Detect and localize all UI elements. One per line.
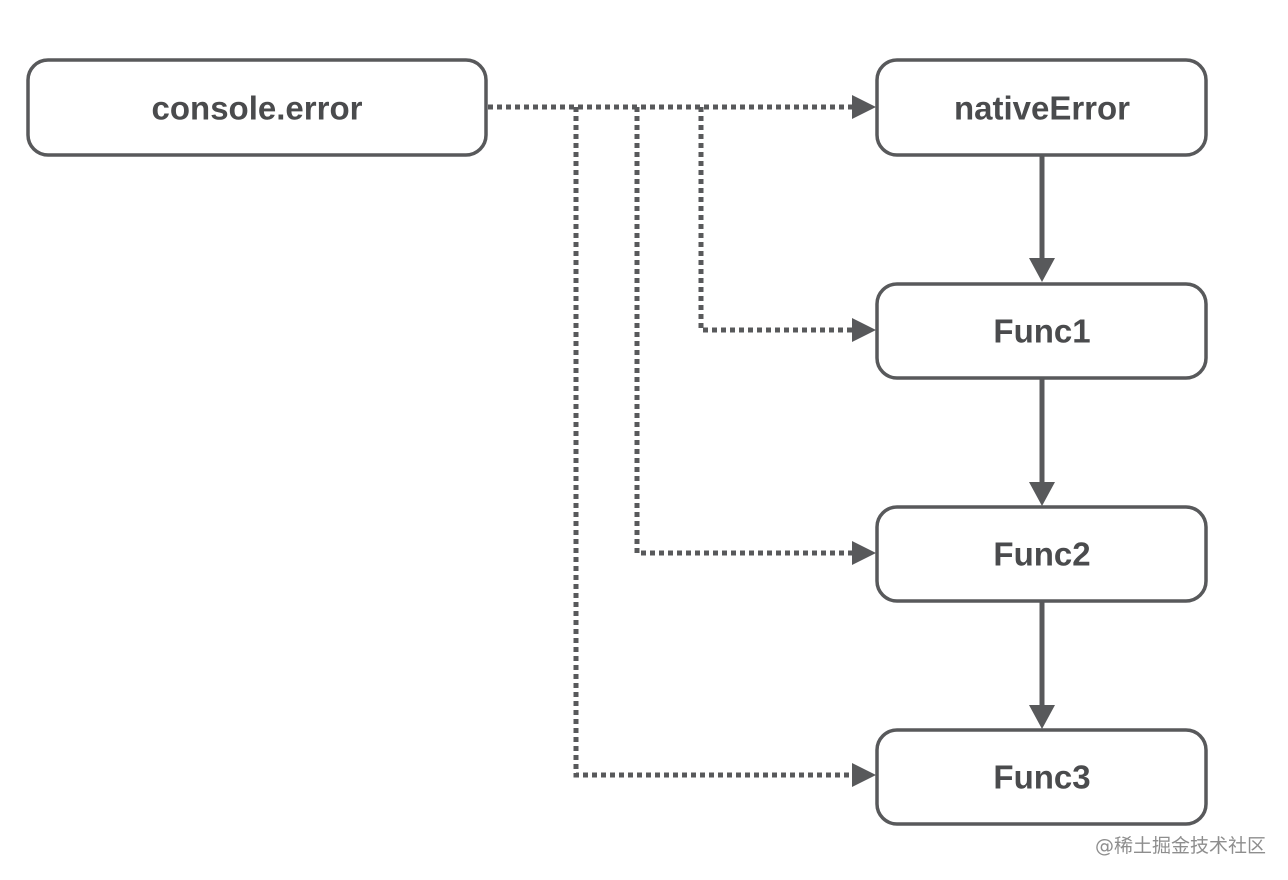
- arrowhead-func2-dotted: [852, 541, 876, 565]
- node-label: nativeError: [954, 90, 1130, 127]
- arrowhead-func3-solid: [1029, 705, 1055, 729]
- node-box: [26, 58, 488, 157]
- arrowhead-func1-solid: [1029, 258, 1055, 282]
- watermark: @稀土掘金技术社区: [1094, 835, 1266, 857]
- node-box: [875, 58, 1208, 157]
- node-box: [875, 282, 1208, 380]
- node-label: Func2: [993, 536, 1090, 573]
- edge-console-error-to-func1: [698, 107, 852, 333]
- dotted-edges: [488, 95, 876, 787]
- node-box: [875, 505, 1208, 603]
- arrowhead-func2-solid: [1029, 482, 1055, 506]
- node-label: Func3: [993, 759, 1090, 796]
- node-label: console.error: [152, 90, 363, 127]
- arrowhead-func1-dotted: [852, 318, 876, 342]
- node-func1: Func1: [875, 282, 1208, 380]
- arrowhead-native-error: [852, 95, 876, 119]
- node-label: Func1: [993, 313, 1090, 350]
- solid-edges: [1029, 156, 1055, 729]
- edge-console-error-to-func2: [634, 107, 852, 556]
- node-native-error: nativeError: [875, 58, 1208, 157]
- node-box: [875, 728, 1208, 826]
- node-func3: Func3: [875, 728, 1208, 826]
- node-func2: Func2: [875, 505, 1208, 603]
- arrowhead-func3-dotted: [852, 763, 876, 787]
- node-console-error: console.error: [26, 58, 488, 157]
- edge-console-error-to-func3: [573, 107, 852, 778]
